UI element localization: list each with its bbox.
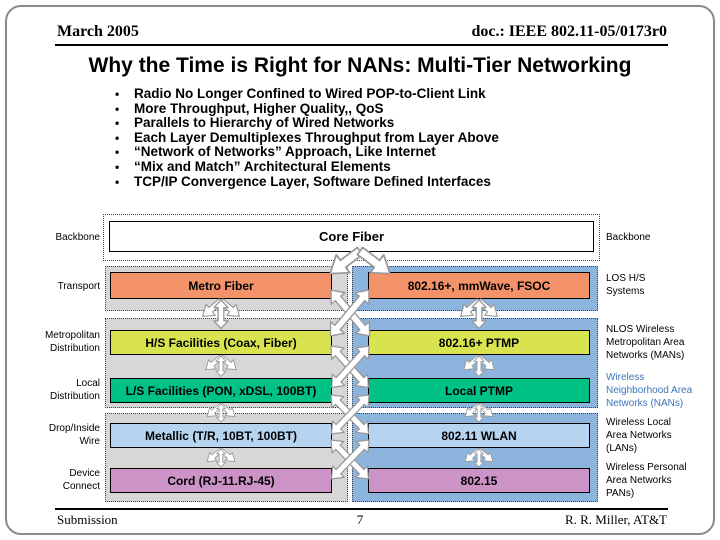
bullet-item: Radio No Longer Confined to Wired POP-to…	[107, 86, 499, 102]
bullet-text: “Mix and Match” Architectural Elements	[134, 158, 391, 174]
tier-label-backbone-left: Backbone	[55, 232, 100, 243]
core-fiber-box: Core Fiber	[109, 221, 594, 252]
tier-label-nans: Wireless Neighborhood Area Networks (NAN…	[606, 372, 693, 409]
pan-box: 802.15	[368, 468, 590, 493]
bullet-text: More Throughput, Higher Quality,, QoS	[134, 100, 384, 116]
slide-title: Why the Time is Right for NANs: Multi-Ti…	[88, 54, 632, 77]
footer-submission: Submission	[57, 512, 118, 527]
hs-facilities-box: H/S Facilities (Coax, Fiber)	[110, 330, 332, 355]
bullet-item: Parallels to Hierarchy of Wired Networks	[107, 115, 499, 131]
header-doc-number: doc.: IEEE 802.11-05/0173r0	[471, 23, 667, 40]
ptmp-box: 802.16+ PTMP	[368, 330, 590, 355]
bullet-text: Radio No Longer Confined to Wired POP-to…	[134, 86, 486, 101]
ls-facilities-box: L/S Facilities (PON, xDSL, 100BT)	[110, 378, 332, 403]
local-ptmp-box: Local PTMP	[368, 378, 590, 403]
bullet-text: TCP/IP Convergence Layer, Software Defin…	[134, 173, 491, 189]
cord-box: Cord (RJ-11.RJ-45)	[110, 468, 332, 493]
footer-author: R. R. Miller, AT&T	[564, 512, 667, 527]
fsoc-box: 802.16+, mmWave, FSOC	[368, 272, 590, 299]
tier-label-drop-inside-wire: Drop/Inside Wire	[48, 423, 100, 447]
bullet-text: Parallels to Hierarchy of Wired Networks	[134, 115, 395, 131]
header-date: March 2005	[57, 23, 139, 40]
tier-label-device-connect: Device Connect	[62, 468, 100, 492]
tier-label-metropolitan-distribution: Metropolitan Distribution	[44, 330, 100, 354]
bullet-item: TCP/IP Convergence Layer, Software Defin…	[107, 173, 499, 190]
tier-label-los-hs-systems: LOS H/S Systems	[606, 273, 646, 297]
bullet-item: Each Layer Demultiplexes Throughput from…	[107, 129, 499, 146]
footer-divider	[55, 508, 668, 510]
tier-label-local-distribution: Local Distribution	[49, 378, 100, 402]
tier-label-transport: Transport	[57, 281, 100, 292]
tier-label-lans: Wireless Local Area Networks (LANs)	[606, 417, 672, 454]
bullet-item: More Throughput, Higher Quality,, QoS	[107, 100, 499, 117]
wlan-box: 802.11 WLAN	[368, 423, 590, 448]
tier-label-mans: NLOS Wireless Metropolitan Area Networks…	[606, 324, 685, 361]
bullet-item: “Network of Networks” Approach, Like Int…	[107, 145, 499, 160]
metallic-box: Metallic (T/R, 10BT, 100BT)	[110, 423, 332, 448]
bullet-text: “Network of Networks” Approach, Like Int…	[134, 144, 436, 160]
metro-fiber-box: Metro Fiber	[110, 272, 332, 299]
tier-label-pans: Wireless Personal Area Networks PANs)	[606, 462, 687, 499]
tier-label-backbone-right: Backbone	[606, 232, 651, 243]
header-divider	[55, 44, 668, 46]
footer-page-number: 7	[356, 512, 364, 527]
bullet-list: Radio No Longer Confined to Wired POP-to…	[107, 86, 499, 190]
bullet-text: Each Layer Demultiplexes Throughput from…	[134, 129, 499, 145]
bullet-item: “Mix and Match” Architectural Elements	[107, 158, 499, 175]
